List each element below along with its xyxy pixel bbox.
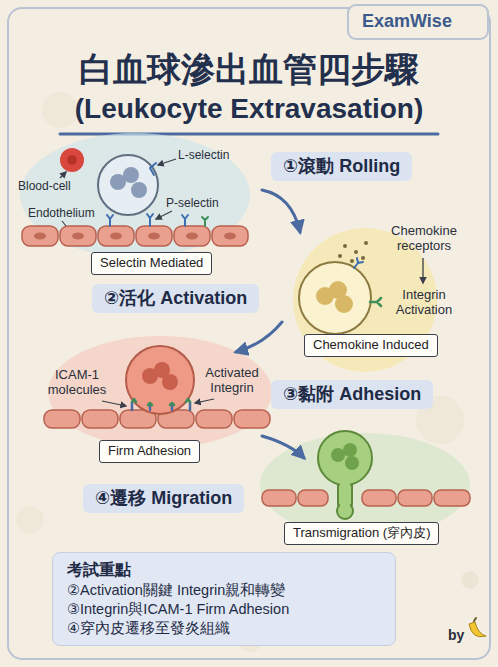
mechanism-box: Firm Adhesion <box>99 440 200 463</box>
step-pill: ①滾動 Rolling <box>271 152 412 181</box>
mechanism-box: Chemokine Induced <box>304 334 438 357</box>
author-label: by <box>448 627 464 643</box>
part-label: Blood-cell <box>18 180 71 194</box>
part-label: ICAM-1 molecules <box>38 368 116 398</box>
banana-icon <box>469 618 486 637</box>
part-label: P-selectin <box>166 197 219 211</box>
node-text: ④穿內皮遷移至發炎組織 <box>67 619 381 638</box>
node-text: ③Integrin與ICAM-1 Firm Adhesion <box>67 600 381 619</box>
page-frame <box>8 8 490 659</box>
node-heading: Transmigration (穿內皮) <box>293 525 430 542</box>
node-heading: Firm Adhesion <box>108 443 191 460</box>
node-text: ②Activation關鍵 Integrin親和轉變 <box>67 581 381 600</box>
node-heading: Selectin Mediated <box>100 255 203 272</box>
exam-note-box: 考試重點②Activation關鍵 Integrin親和轉變③Integrin與… <box>52 552 396 646</box>
mechanism-box: Transmigration (穿內皮) <box>284 522 439 545</box>
mechanism-box: Selectin Mediated <box>91 252 212 275</box>
part-label: Integrin Activation <box>383 288 465 318</box>
node-heading: Chemokine Induced <box>313 337 429 354</box>
step-pill: ④遷移 Migration <box>83 484 244 513</box>
part-label: Chemokine receptors <box>378 224 470 254</box>
brand-label: ExamWise <box>362 11 452 32</box>
node-heading: ③黏附 Adhesion <box>283 383 421 406</box>
paper-texture <box>16 92 479 652</box>
brand-tab <box>348 5 488 39</box>
node-heading: ②活化 Activation <box>104 287 247 310</box>
node-heading: 考試重點 <box>67 559 381 580</box>
part-label: Activated Integrin <box>196 366 268 396</box>
diagram-title: 白血球滲出血管四步驟 (Leukocyte Extravasation) <box>29 48 469 126</box>
node-heading: ①滾動 Rolling <box>283 155 400 178</box>
rolling-illustration <box>20 133 250 257</box>
node-heading: ④遷移 Migration <box>95 487 232 510</box>
step-pill: ②活化 Activation <box>92 284 259 313</box>
flow-arrows <box>236 190 304 458</box>
part-label: L-selectin <box>178 149 229 163</box>
step-pill: ③黏附 Adhesion <box>271 380 433 409</box>
part-label: Endothelium <box>28 207 95 221</box>
